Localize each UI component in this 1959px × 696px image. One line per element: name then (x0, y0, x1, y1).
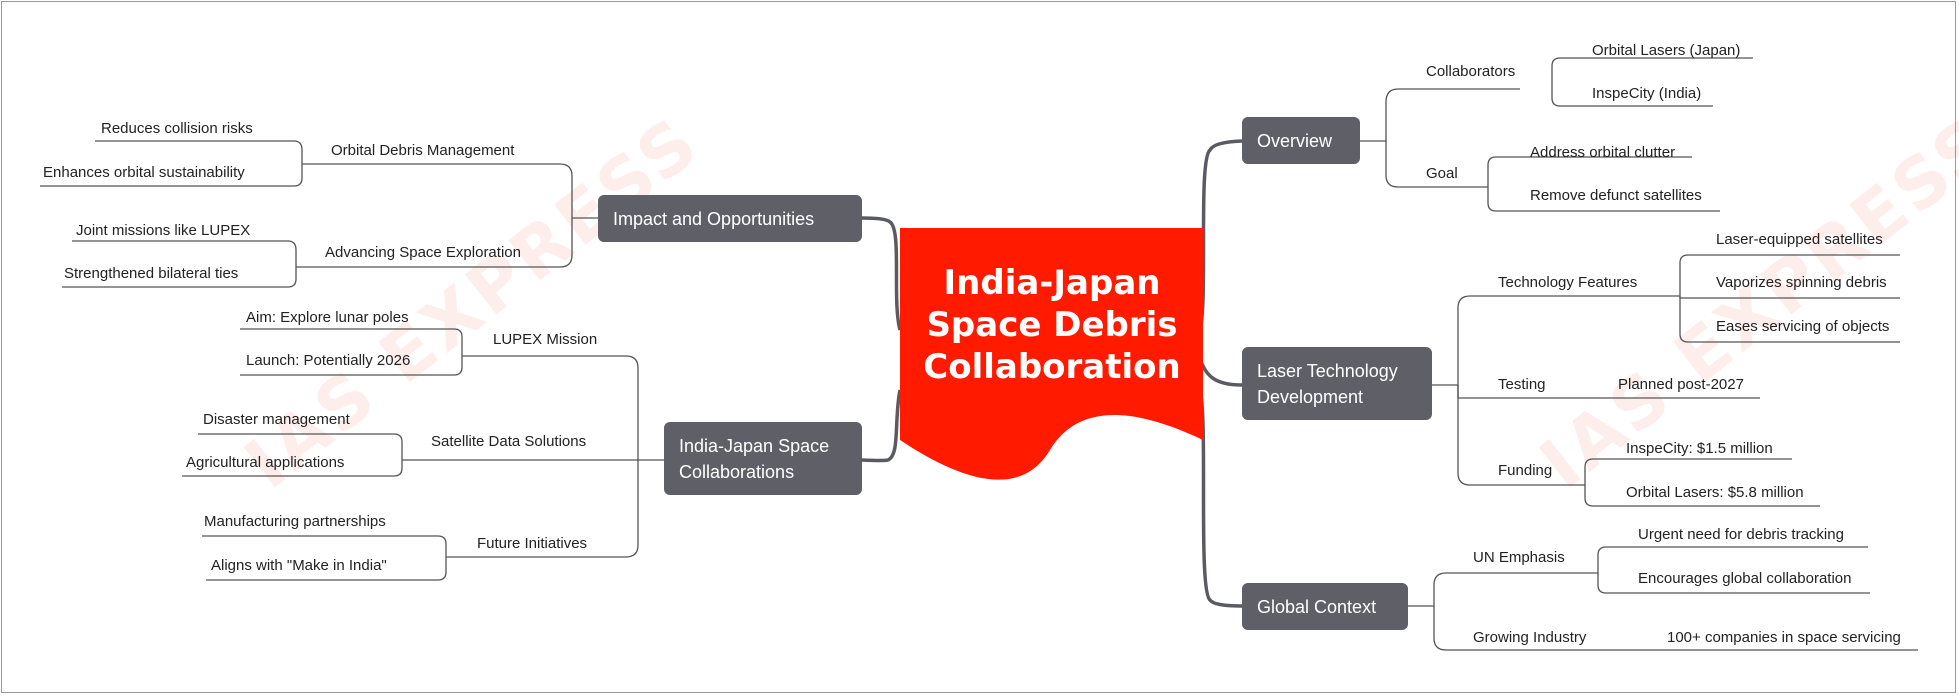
leaf-joint-missions-lupex[interactable]: Joint missions like LUPEX (76, 222, 251, 239)
subtopic-testing[interactable]: Testing (1498, 376, 1546, 393)
subtopic-satellite-data-solutions[interactable]: Satellite Data Solutions (431, 433, 587, 450)
subtopic-future-initiatives[interactable]: Future Initiatives (477, 535, 588, 552)
branch-collab-label-line-1: India-Japan Space (679, 435, 830, 456)
branch-laser-label-line-2: Development (1257, 386, 1364, 407)
leaf-reduces-collision-risks[interactable]: Reduces collision risks (101, 120, 253, 137)
leaf-make-in-india[interactable]: Aligns with "Make in India" (211, 557, 387, 574)
branch-laser-technology[interactable]: Laser Technology Development (1242, 347, 1432, 420)
subtopic-un-emphasis[interactable]: UN Emphasis (1473, 549, 1565, 566)
leaf-address-orbital-clutter[interactable]: Address orbital clutter (1530, 144, 1676, 161)
leaf-orbital-lasers-japan[interactable]: Orbital Lasers (Japan) (1592, 42, 1741, 59)
leaf-urgent-debris-tracking[interactable]: Urgent need for debris tracking (1638, 526, 1844, 543)
leaf-strengthened-bilateral-ties[interactable]: Strengthened bilateral ties (64, 265, 239, 282)
leaf-aim-explore-lunar-poles[interactable]: Aim: Explore lunar poles (246, 309, 409, 326)
branch-overview[interactable]: Overview (1242, 117, 1360, 164)
branch-india-japan-collaborations[interactable]: India-Japan Space Collaborations (664, 422, 862, 495)
central-title-line-3: Collaboration (923, 347, 1181, 387)
central-title-line-2: Space Debris (926, 305, 1178, 345)
leaf-encourages-global-collaboration[interactable]: Encourages global collaboration (1638, 570, 1852, 587)
leaf-agricultural-applications[interactable]: Agricultural applications (186, 454, 345, 471)
branch-global-label: Global Context (1257, 596, 1377, 617)
leaf-eases-servicing[interactable]: Eases servicing of objects (1716, 318, 1890, 335)
leaf-remove-defunct-satellites[interactable]: Remove defunct satellites (1530, 187, 1702, 204)
leaf-vaporizes-spinning-debris[interactable]: Vaporizes spinning debris (1716, 274, 1887, 291)
leaf-planned-post-2027[interactable]: Planned post-2027 (1618, 376, 1744, 393)
branch-impact-opportunities[interactable]: Impact and Opportunities (598, 195, 862, 242)
subtopic-advancing-space-exploration[interactable]: Advancing Space Exploration (325, 244, 521, 261)
subtopic-growing-industry[interactable]: Growing Industry (1473, 629, 1587, 646)
leaf-disaster-management[interactable]: Disaster management (203, 411, 350, 428)
branch-laser-label-line-1: Laser Technology (1257, 360, 1398, 381)
central-title-line-1: India-Japan (943, 263, 1161, 303)
leaf-laser-equipped-satellites[interactable]: Laser-equipped satellites (1716, 231, 1883, 248)
leaf-inspecity-india[interactable]: InspeCity (India) (1592, 85, 1702, 102)
branch-global-context[interactable]: Global Context (1242, 583, 1408, 630)
central-topic[interactable]: India-Japan Space Debris Collaboration (902, 262, 1202, 388)
leaf-orbital-lasers-funding[interactable]: Orbital Lasers: $5.8 million (1626, 484, 1804, 501)
leaf-enhances-orbital-sustainability[interactable]: Enhances orbital sustainability (43, 164, 245, 181)
subtopic-collaborators[interactable]: Collaborators (1426, 63, 1516, 80)
leaf-inspecity-funding[interactable]: InspeCity: $1.5 million (1626, 440, 1773, 457)
subtopic-technology-features[interactable]: Technology Features (1498, 274, 1638, 291)
leaf-launch-potentially-2026[interactable]: Launch: Potentially 2026 (246, 352, 411, 369)
branch-overview-label: Overview (1257, 130, 1333, 151)
branch-collab-label-line-2: Collaborations (679, 461, 795, 482)
subtopic-orbital-debris-management[interactable]: Orbital Debris Management (331, 142, 515, 159)
leaf-manufacturing-partnerships[interactable]: Manufacturing partnerships (204, 513, 386, 530)
subtopic-goal[interactable]: Goal (1426, 165, 1458, 182)
branch-impact-label: Impact and Opportunities (613, 208, 815, 229)
subtopic-lupex-mission[interactable]: LUPEX Mission (493, 331, 598, 348)
leaf-100-companies[interactable]: 100+ companies in space servicing (1667, 629, 1901, 646)
subtopic-funding[interactable]: Funding (1498, 462, 1553, 479)
